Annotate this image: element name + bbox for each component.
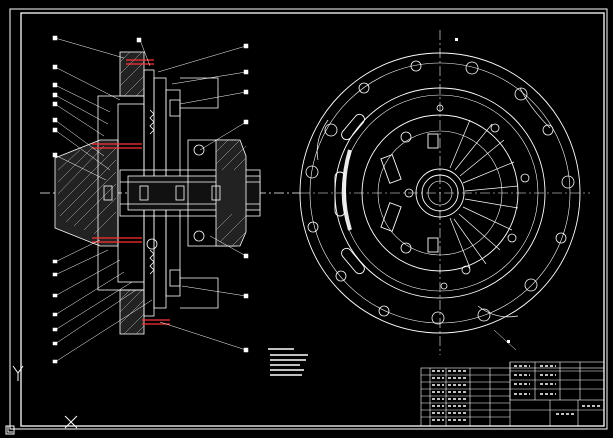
title-block [420, 361, 605, 427]
notes-placeholder-lines [268, 348, 308, 376]
hatch-pressure-plate [119, 51, 145, 335]
rivets [103, 185, 221, 201]
diaphragm-fingers [449, 119, 519, 269]
drawing-frame [9, 8, 608, 430]
leader-lines [52, 35, 249, 364]
title-block-text [421, 368, 604, 426]
front-view [299, 30, 590, 355]
ucs-icon [5, 365, 78, 435]
bolt-holes [305, 60, 575, 325]
hatch-flywheel [57, 145, 117, 235]
section-view [40, 51, 300, 335]
hatch-bearing [215, 139, 247, 247]
